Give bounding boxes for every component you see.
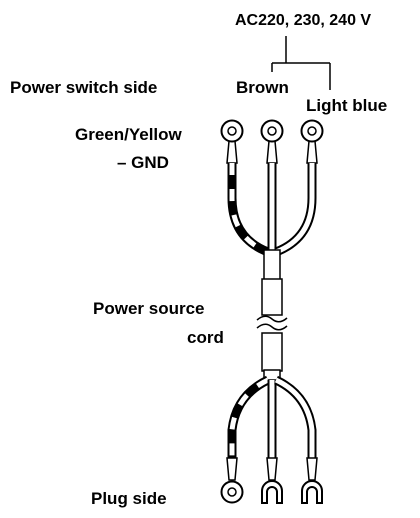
cord-sheath [261,249,283,381]
brown-wire-label: Brown [236,78,289,97]
upper-wire-green-yellow [227,163,270,257]
power-switch-side-label: Power switch side [10,78,157,97]
lower-wire-light-blue [273,375,317,458]
gnd-label: – GND [117,153,169,172]
green-yellow-wire-label: Green/Yellow [75,125,183,144]
light-blue-wire-label: Light blue [306,96,387,115]
voltage-bracket [271,36,331,90]
bottom-fork-terminal-right [301,457,323,504]
top-ring-terminal-middle [260,119,284,164]
cord-break-mark [256,315,288,331]
voltage-label: AC220, 230, 240 V [235,12,371,29]
top-ring-terminal-left [220,119,244,164]
plug-side-label: Plug side [91,489,167,508]
top-ring-terminal-right [300,119,324,164]
upper-wire-light-blue [274,163,317,257]
bottom-fork-terminal-middle [261,457,283,504]
lower-wire-green-yellow [227,375,271,458]
power-source-label: Power source [93,299,205,318]
bottom-ring-terminal [220,457,244,504]
cord-label: cord [187,328,224,347]
